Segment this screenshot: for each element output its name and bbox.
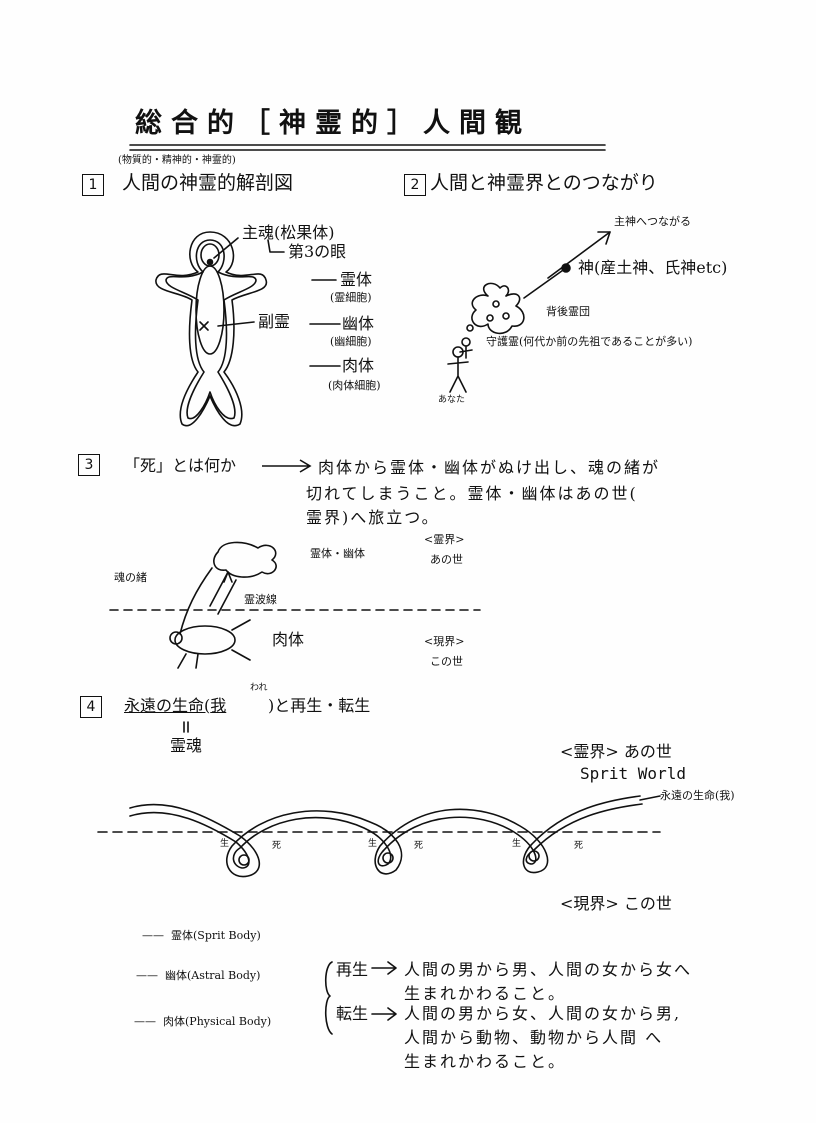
label-soul-cord: 魂の緒 bbox=[114, 571, 147, 584]
human-anatomy-figure bbox=[155, 231, 268, 427]
label-supreme-god: 主神へつながる bbox=[614, 215, 691, 228]
label-physical-world: <現界> bbox=[424, 635, 465, 648]
eternal-life-diagram bbox=[97, 721, 661, 1035]
section-number-1: 1 bbox=[82, 174, 104, 196]
death-mark-2: 死 bbox=[414, 841, 424, 851]
section4-heading-a: 永遠の生命(我 bbox=[124, 696, 227, 715]
label-spirit-astral: 霊体・幽体 bbox=[310, 547, 365, 560]
death-explanation-line1: 肉体から霊体・幽体がぬけ出し、魂の緒が bbox=[318, 458, 661, 477]
page-title: 総合的［神霊的］人間観 bbox=[135, 108, 531, 139]
label-you: あなた bbox=[438, 395, 466, 405]
label-physical-body-sub: (肉体細胞) bbox=[328, 379, 381, 392]
label-spirit-body: 霊体 bbox=[340, 270, 373, 289]
label-spirit-world: <霊界> bbox=[424, 533, 465, 546]
death-mark-1: 死 bbox=[272, 841, 282, 851]
section2-heading: 人間と神霊界とのつながり bbox=[430, 172, 658, 194]
birth-mark-1: 生 bbox=[220, 839, 230, 849]
label-sub-spirit: 副霊 bbox=[258, 312, 291, 331]
section-number-4: 4 bbox=[80, 696, 102, 718]
label-physical-world-bottom: <現界> この世 bbox=[560, 894, 672, 913]
label-third-eye: 第3の眼 bbox=[288, 242, 347, 261]
label-spirit-world-en: Sprit World bbox=[580, 764, 686, 783]
section4-heading-b: )と再生・転生 bbox=[268, 696, 371, 715]
label-that-world: あの世 bbox=[430, 553, 463, 566]
section1-heading: 人間の神霊的解剖図 bbox=[122, 172, 294, 194]
death-explanation-line2: 切れてしまうこと。霊体・幽体はあの世( bbox=[306, 484, 638, 503]
label-main-soul: 主魂(松果体) bbox=[242, 223, 335, 242]
section4-ruby: われ bbox=[250, 683, 268, 693]
reincarnation-text-1: 人間の男から女、人間の女から男, bbox=[404, 1004, 682, 1023]
death-explanation-line3: 霊界)へ旅立つ。 bbox=[306, 508, 440, 527]
legend-physical-body: —— 肉体(Physical Body) bbox=[134, 1015, 272, 1028]
label-astral-body: 幽体 bbox=[342, 314, 375, 333]
legend-astral-body: —— 幽体(Astral Body) bbox=[136, 969, 261, 982]
reincarnation-text-2: 人間から動物、動物から人間 へ bbox=[404, 1028, 664, 1047]
label-this-world: この世 bbox=[430, 655, 463, 668]
section-number-2: 2 bbox=[404, 174, 426, 196]
label-body: 肉体 bbox=[272, 630, 305, 649]
reincarnation-text-3: 生まれかわること。 bbox=[404, 1052, 567, 1071]
label-soul: 霊魂 bbox=[170, 736, 203, 755]
label-reincarnation: 転生 bbox=[336, 1004, 369, 1023]
label-physical-body: 肉体 bbox=[342, 356, 375, 375]
label-rebirth: 再生 bbox=[336, 960, 369, 979]
label-spirit-world-top: <霊界> あの世 bbox=[560, 742, 672, 761]
legend-spirit-body: —— 霊体(Sprit Body) bbox=[142, 929, 261, 942]
rebirth-text-1: 人間の男から男、人間の女から女へ bbox=[404, 960, 693, 979]
page-subtitle: (物質的・精神的・神霊的) bbox=[118, 155, 236, 166]
label-astral-body-sub: (幽細胞) bbox=[330, 335, 372, 348]
label-spirit-body-sub: (霊細胞) bbox=[330, 291, 372, 304]
birth-mark-2: 生 bbox=[368, 839, 378, 849]
rebirth-text-2: 生まれかわること。 bbox=[404, 984, 567, 1003]
death-mark-3: 死 bbox=[574, 841, 584, 851]
label-spirit-wave: 霊波線 bbox=[244, 593, 277, 606]
birth-mark-3: 生 bbox=[512, 839, 522, 849]
title-underline bbox=[129, 144, 606, 151]
death-diagram bbox=[109, 541, 481, 669]
label-guardian-spirit: 守護霊(何代か前の先祖であることが多い) bbox=[486, 335, 693, 348]
section-number-3: 3 bbox=[78, 454, 100, 476]
label-god: 神(産土神、氏神etc) bbox=[578, 258, 728, 277]
label-eternal-life: 永遠の生命(我) bbox=[660, 789, 735, 802]
death-question: 「死」とは何か bbox=[124, 456, 237, 475]
label-spirit-group: 背後霊団 bbox=[546, 305, 590, 318]
connection-diagram bbox=[447, 231, 611, 393]
